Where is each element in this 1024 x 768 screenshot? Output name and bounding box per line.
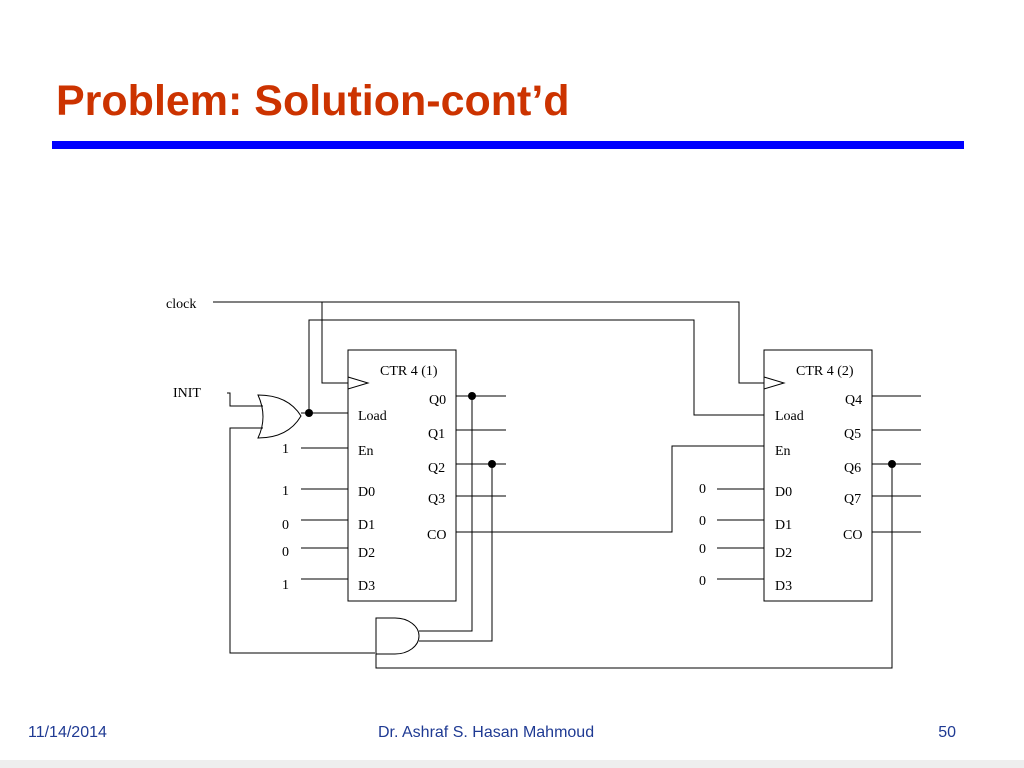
footer-page-number: 50 bbox=[938, 724, 956, 741]
counter-1-d1-label: D1 bbox=[358, 518, 375, 533]
counter-1-co-label: CO bbox=[427, 528, 446, 543]
counter-1-d0-label: D0 bbox=[358, 485, 375, 500]
q6-to-and-wire bbox=[375, 464, 893, 669]
title-underline bbox=[52, 141, 964, 149]
counter-1-d1-value: 0 bbox=[282, 518, 289, 533]
counter-1-clock-triangle bbox=[347, 376, 370, 390]
footer-author: Dr. Ashraf S. Hasan Mahmoud bbox=[378, 724, 595, 741]
counter-1-d3-value: 1 bbox=[282, 578, 289, 593]
counter-1-en-value: 1 bbox=[282, 442, 289, 457]
counter-1-box bbox=[347, 349, 457, 602]
counter-2-co-label: CO bbox=[843, 528, 862, 543]
counter-1-q0-label: Q0 bbox=[429, 393, 446, 408]
clock-label: clock bbox=[166, 297, 196, 312]
slide-title: Problem: Solution-cont’d bbox=[56, 77, 570, 125]
counter-1-q3-label: Q3 bbox=[428, 492, 445, 507]
q2-to-and-wire bbox=[419, 464, 493, 642]
clock-to-counter-1-wire bbox=[321, 302, 348, 384]
counter-2-q4-label: Q4 bbox=[845, 393, 862, 408]
counter-1-d2-label: D2 bbox=[358, 546, 375, 561]
counter-2-d2-label: D2 bbox=[775, 546, 792, 561]
co-1-to-en-2-wire bbox=[456, 445, 764, 533]
q0-to-and-wire bbox=[419, 396, 473, 632]
counter-1-q1-label: Q1 bbox=[428, 427, 445, 442]
counter-1-title: CTR 4 (1) bbox=[380, 364, 438, 379]
bottom-strip bbox=[0, 760, 1024, 768]
init-label: INIT bbox=[173, 386, 201, 401]
counter-2-d3-value: 0 bbox=[699, 574, 706, 589]
counter-1-en-label: En bbox=[358, 444, 374, 459]
counter-2-q7-label: Q7 bbox=[844, 492, 861, 507]
counter-1-q2-label: Q2 bbox=[428, 461, 445, 476]
counter-1-d2-value: 0 bbox=[282, 545, 289, 560]
counter-2-q5-label: Q5 bbox=[844, 427, 861, 442]
q2-junction-dot bbox=[488, 460, 496, 468]
or-gate bbox=[257, 394, 302, 439]
and-gate bbox=[375, 617, 420, 655]
counter-2-d2-value: 0 bbox=[699, 542, 706, 557]
counter-2-clock-triangle bbox=[763, 376, 786, 390]
counter-2-q6-label: Q6 bbox=[844, 461, 861, 476]
counter-2-d1-label: D1 bbox=[775, 518, 792, 533]
counter-2-d0-value: 0 bbox=[699, 482, 706, 497]
counter-2-load-label: Load bbox=[775, 409, 804, 424]
counter-1-load-label: Load bbox=[358, 409, 387, 424]
footer-date: 11/14/2014 bbox=[28, 724, 107, 741]
counter-1-d0-value: 1 bbox=[282, 484, 289, 499]
counter-2-title: CTR 4 (2) bbox=[796, 364, 854, 379]
clock-wire bbox=[213, 301, 764, 384]
counter-2-en-label: En bbox=[775, 444, 791, 459]
counter-2-box bbox=[763, 349, 873, 602]
load-feedback-wire bbox=[308, 319, 764, 416]
counter-2-d1-value: 0 bbox=[699, 514, 706, 529]
init-wire bbox=[227, 392, 263, 407]
and-to-or-feedback-wire bbox=[229, 427, 375, 654]
counter-2-d3-label: D3 bbox=[775, 579, 792, 594]
q0-junction-dot bbox=[468, 392, 476, 400]
counter-2-d0-label: D0 bbox=[775, 485, 792, 500]
load-junction-dot bbox=[305, 409, 313, 417]
q6-junction-dot bbox=[888, 460, 896, 468]
counter-1-d3-label: D3 bbox=[358, 579, 375, 594]
